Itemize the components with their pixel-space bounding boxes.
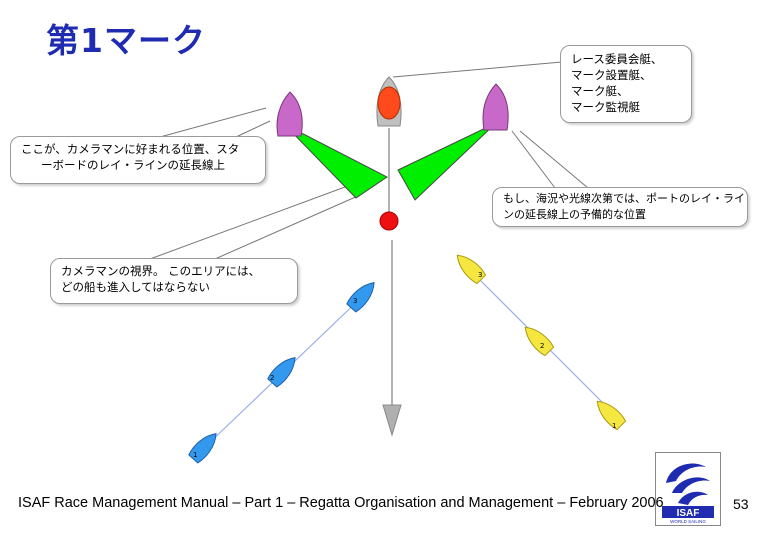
yellow-boat-3-number: 3: [478, 271, 482, 279]
blue-boat-3: [346, 282, 375, 313]
blue-boat-2: [267, 357, 296, 388]
isaf-logo: ISAF WORLD SAILING: [655, 452, 721, 526]
yellow-boat-1-number: 1: [612, 422, 616, 430]
photo-boat-left: [276, 91, 303, 137]
committee-callout: レース委員会艇、 マーク設置艇、 マーク艇、 マーク監視艇: [560, 45, 692, 123]
yellow-boat-3: [456, 254, 487, 285]
camera-position-callout: ここが、カメラマンに好まれる位置、スタ ーボードのレイ・ラインの延長線上: [10, 136, 266, 184]
blue-boat-1-number: 1: [193, 451, 197, 459]
logo-subtext: WORLD SAILING: [670, 519, 706, 524]
committee-line-4: マーク監視艇: [571, 100, 640, 114]
blue-boat-3-number: 3: [353, 297, 357, 305]
logo-text: ISAF: [677, 508, 700, 519]
committee-boat: [376, 76, 402, 127]
alternate-position-line-1: もし、海況や光線次第では、ポートのレイ・ライ: [503, 192, 745, 205]
yellow-boat-1: [596, 400, 627, 431]
yellow-boat-2: [524, 326, 555, 357]
alternate-pointer-2: [519, 130, 589, 189]
isaf-swirl-icon: ISAF WORLD SAILING: [662, 463, 714, 524]
view-area-line-2: どの船も進入してはならない: [61, 280, 210, 294]
yellow-boat-2-number: 2: [540, 342, 544, 350]
page-number: 53: [733, 496, 749, 512]
camera-position-line-1: ここが、カメラマンに好まれる位置、スタ: [21, 142, 240, 156]
committee-line-2: マーク設置艇、: [571, 68, 652, 82]
down-arrow-icon: [382, 404, 402, 437]
view-area-callout: カメラマンの視界。 このエリアには、 どの船も進入してはならない: [50, 258, 298, 304]
committee-pointer: [392, 61, 563, 78]
page-title: 第1マーク: [46, 21, 206, 60]
camera-position-line-2: ーボードのレイ・ラインの延長線上: [41, 158, 225, 172]
camera-pointer-1: [159, 107, 267, 138]
view-pointer-2: [214, 194, 361, 260]
footer-text: ISAF Race Management Manual – Part 1 – R…: [18, 495, 664, 511]
alternate-position-callout: もし、海況や光線次第では、ポートのレイ・ライ ンの延長線上の予備的な位置: [492, 187, 748, 227]
camera-pointer-2: [235, 120, 271, 138]
view-area-line-1: カメラマンの視界。 このエリアには、: [61, 264, 261, 278]
blue-boat-2-number: 2: [270, 374, 274, 382]
photo-boat-right: [482, 83, 509, 131]
alternate-pointer-1: [511, 130, 556, 189]
view-area-left: [283, 123, 388, 199]
committee-line-1: レース委員会艇、: [571, 52, 663, 66]
view-area-right: [397, 122, 497, 201]
committee-line-3: マーク艇、: [571, 84, 629, 98]
mark-buoy: [379, 211, 399, 231]
view-pointer-1: [149, 186, 346, 260]
alternate-position-line-2: ンの延長線上の予備的な位置: [503, 208, 646, 221]
blue-boat-1: [188, 433, 217, 464]
